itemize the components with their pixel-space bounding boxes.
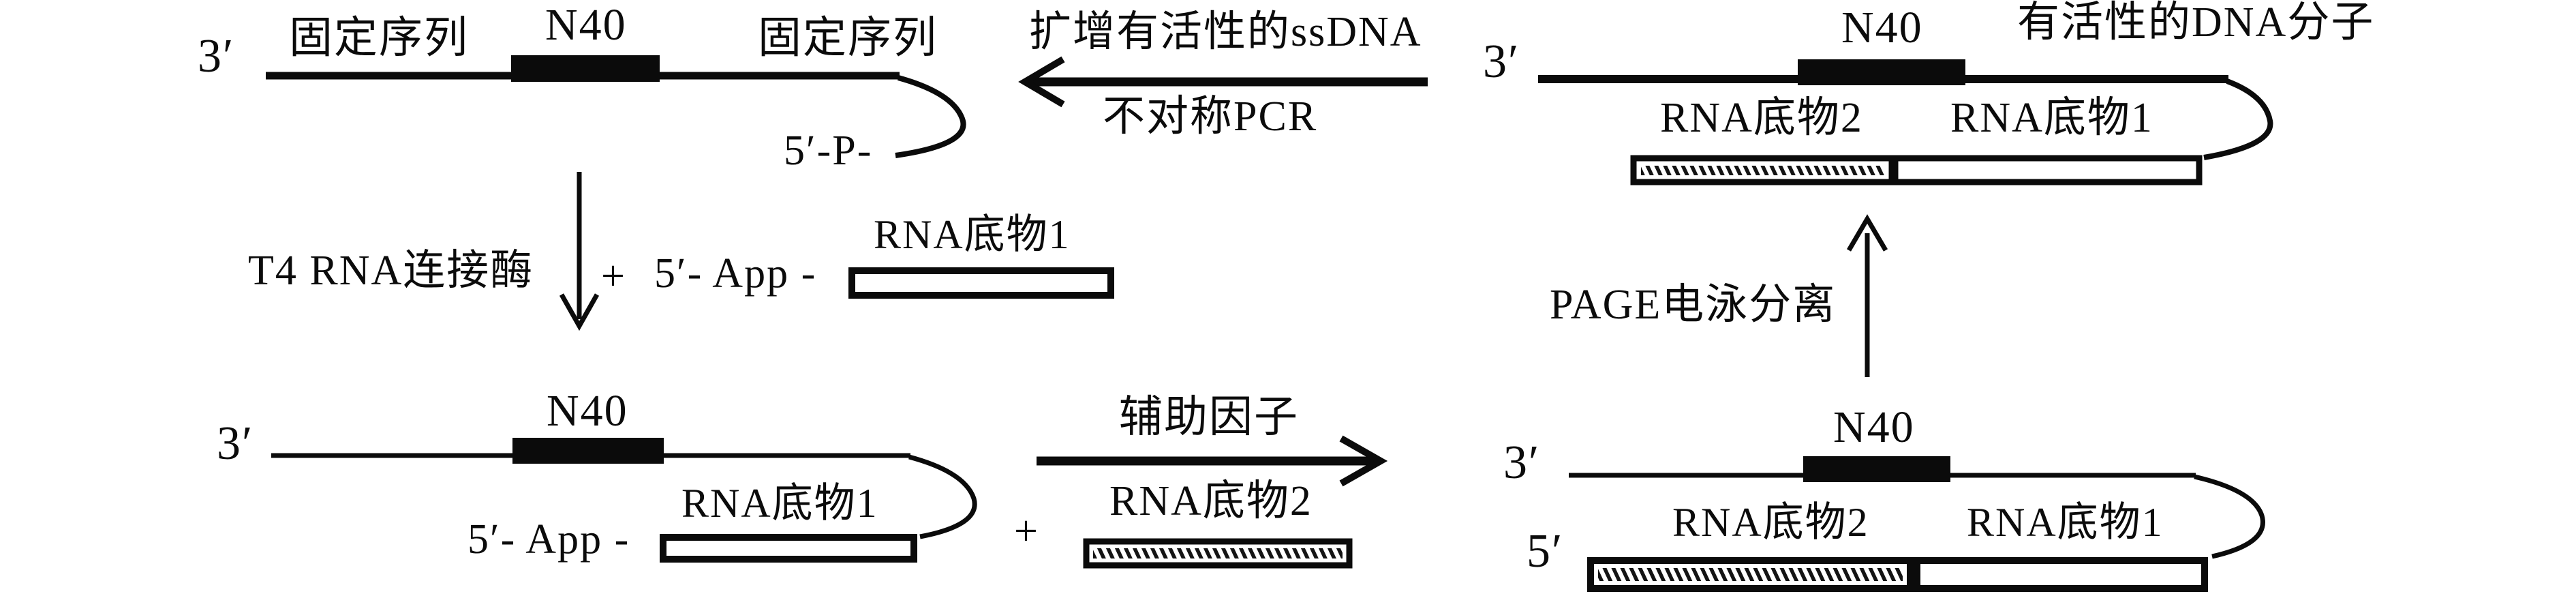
label-amplify-ssdna: 扩增有活性的ssDNA [1029, 9, 1422, 55]
label-rna1-adapter: RNA底物1 [874, 212, 1071, 257]
label-rna1-top-right: RNA底物1 [1950, 95, 2153, 141]
label-fixed-sequence-right: 固定序列 [758, 14, 938, 62]
label-3prime-bottom-right: 3′ [1503, 436, 1541, 489]
strand-hook-bottom-left [908, 454, 977, 539]
rna2-box-bottom-right-hatch [1598, 568, 1903, 581]
page-arrow-head [1846, 214, 1888, 252]
cofactor-arrow-head [1339, 435, 1388, 487]
label-5prime-app-adapter: 5′- App - [654, 250, 817, 297]
strand-hook-bottom-right [2194, 474, 2265, 559]
label-active-dna-molecule: 有活性的DNA分子 [2017, 0, 2375, 46]
label-rna2-top-right: RNA底物2 [1660, 95, 1863, 141]
label-5prime-app-bottom-left: 5′- App - [467, 516, 630, 563]
rna1-box-adapter [848, 267, 1114, 299]
n40-box-bottom-right [1803, 456, 1950, 482]
label-5prime-bottom-right: 5′ [1527, 525, 1564, 578]
rna1-box-top-right [1892, 155, 2203, 185]
rna1-box-bottom-left [660, 534, 917, 563]
n40-box-top-left [511, 55, 660, 82]
rna2-box-free-hatch [1093, 548, 1343, 558]
label-n40-bottom-left: N40 [547, 386, 628, 436]
rna1-box-bottom-right [1914, 557, 2208, 592]
label-rna2-free: RNA底物2 [1109, 478, 1313, 524]
n40-box-bottom-left [512, 438, 664, 464]
label-rna2-bottom-right: RNA底物2 [1672, 500, 1869, 545]
strand-hook-top-right [2203, 78, 2273, 160]
label-fixed-sequence-left: 固定序列 [289, 14, 469, 62]
label-n40-bottom-right: N40 [1833, 402, 1915, 452]
label-asymmetric-pcr: 不对称PCR [1103, 93, 1318, 140]
label-rna1-bottom-left: RNA底物1 [681, 481, 878, 526]
rna2-box-top-right-hatch [1641, 166, 1884, 175]
label-3prime-top-left: 3′ [198, 30, 235, 83]
label-5prime-phosphate: 5′-P- [784, 128, 873, 174]
label-3prime-bottom-left: 3′ [217, 417, 254, 470]
label-page-electrophoresis: PAGE电泳分离 [1550, 282, 1837, 328]
label-n40-top-left: N40 [545, 0, 627, 50]
label-3prime-top-right: 3′ [1483, 35, 1520, 88]
strand-hook-top-left [895, 75, 966, 158]
ligation-arrow-head [559, 293, 600, 331]
label-plus-cofactor: + [1014, 508, 1039, 554]
label-plus-ligation: + [601, 253, 626, 299]
n40-box-top-right [1798, 59, 1965, 85]
amplify-arrow-head [1018, 56, 1065, 108]
label-rna1-bottom-right: RNA底物1 [1967, 500, 2164, 545]
label-cofactor: 辅助因子 [1119, 393, 1299, 441]
label-t4-rna-ligase: T4 RNA连接酶 [248, 248, 534, 294]
label-n40-top-right: N40 [1841, 3, 1923, 53]
rna2-box-free [1083, 538, 1353, 569]
